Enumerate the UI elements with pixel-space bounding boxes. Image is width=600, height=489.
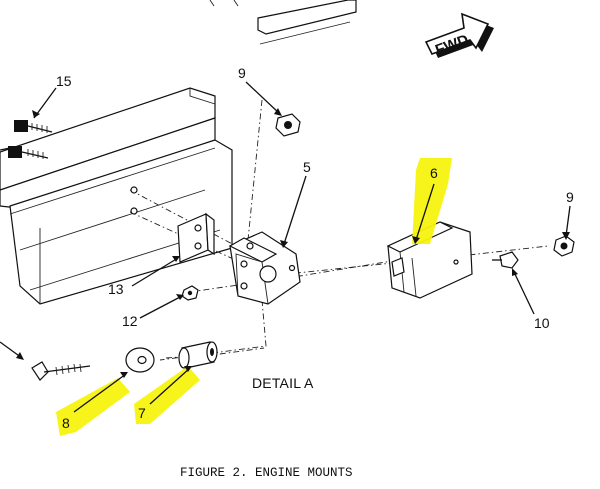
forward-arrow-icon: FWD [424, 12, 494, 59]
detail-label: DETAIL A [252, 375, 314, 391]
callout-12: 12 [122, 313, 138, 329]
figure-caption: FIGURE 2. ENGINE MOUNTS [180, 466, 353, 480]
callout-10: 10 [534, 315, 550, 331]
plate-13 [177, 212, 215, 263]
nut-12 [181, 285, 199, 301]
callout-5: 5 [303, 159, 311, 175]
callout-7: 7 [138, 405, 146, 421]
callout-15: 15 [56, 73, 72, 89]
washer-8 [125, 347, 155, 373]
highlight-8 [56, 378, 130, 436]
highlight-7 [134, 366, 200, 424]
bracket-5 [228, 231, 301, 305]
pin-10 [492, 251, 519, 269]
long-bolt [31, 361, 91, 381]
nut-9-right [553, 235, 575, 257]
leader-arrows [0, 81, 571, 413]
sleeve-7 [178, 341, 218, 369]
callout-8: 8 [62, 415, 70, 431]
upper-frame-fragment [209, 0, 357, 45]
bolts-15 [0, 120, 53, 159]
callout-9-right: 9 [566, 189, 574, 205]
callout-6: 6 [430, 165, 438, 181]
callout-9-top: 9 [238, 65, 246, 81]
nut-9-top [275, 113, 301, 137]
callout-13: 13 [108, 281, 124, 297]
frame-rail [0, 87, 233, 305]
fwd-label: FWD [433, 31, 471, 59]
